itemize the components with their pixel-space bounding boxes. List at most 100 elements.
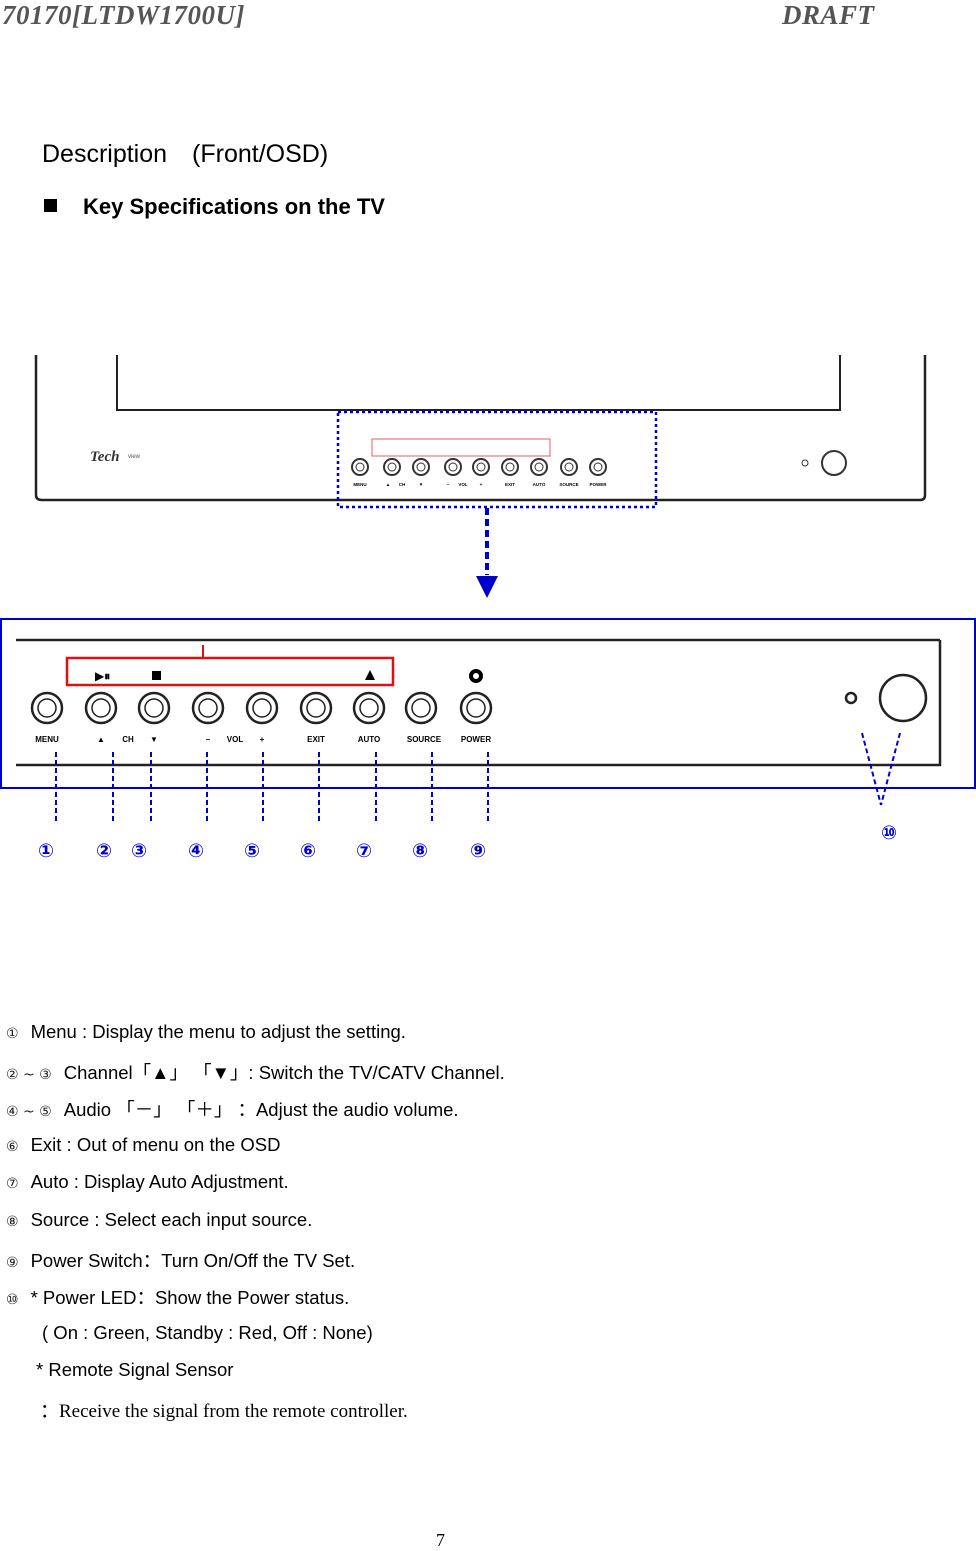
doc-code: 70170[LTDW1700U]	[2, 0, 245, 30]
description-number: ⑧	[6, 1214, 19, 1230]
number-marker: ⑤	[244, 840, 260, 862]
small-button-label: POWER	[589, 482, 607, 487]
panel-button	[84, 691, 118, 725]
tv-front-diagram: Tech view MENU ▲ CH ▼ − VOL + EXIT AUTO SOURCE POW…	[0, 355, 976, 862]
description-number: ①	[6, 1026, 19, 1042]
panel-button-label: EXIT	[307, 735, 325, 744]
small-button	[383, 458, 401, 476]
tv-outline	[34, 355, 927, 502]
panel-button	[404, 691, 438, 725]
power-led-icon	[844, 691, 858, 705]
key-spec-heading: Key Specifications on the TV	[44, 194, 385, 220]
section-title: Description (Front/OSD)	[42, 140, 329, 168]
panel-button-inner	[359, 698, 379, 718]
panel-button-label: CH	[122, 735, 134, 744]
description-number: ⑨	[6, 1254, 19, 1271]
large-osd-box	[65, 656, 395, 687]
small-sensor-icon	[821, 450, 847, 476]
number-marker: ⑨	[470, 840, 486, 862]
panel-button-label: +	[260, 735, 265, 744]
description-number: ⑩	[6, 1292, 19, 1309]
description-number: ⑦	[6, 1176, 19, 1193]
small-button	[444, 458, 462, 476]
number-marker: ⑥	[300, 840, 316, 862]
panel-button	[191, 691, 225, 725]
small-button-inner	[593, 462, 603, 472]
large-buttons	[30, 691, 493, 725]
panel-button-label: AUTO	[358, 735, 381, 744]
small-button-label: VOL	[458, 482, 468, 487]
description-text: * Power LED：Show the Power status.	[30, 1287, 350, 1309]
number-marker: ①	[38, 840, 54, 862]
description-item: ⑥ Exit : Out of menu on the OSD	[6, 1134, 280, 1156]
panel-button-inner	[198, 698, 218, 718]
key-spec-label: Key Specifications on the TV	[83, 194, 385, 219]
small-button	[472, 458, 490, 476]
description-text: Source : Select each input source.	[30, 1209, 313, 1230]
description-item: ⑦ Auto : Display Auto Adjustment.	[6, 1171, 289, 1193]
small-button	[530, 458, 548, 476]
description-text: Auto : Display Auto Adjustment.	[30, 1171, 289, 1193]
small-button-label: +	[480, 482, 483, 487]
small-button-label: ▲	[386, 482, 390, 487]
zoom-box	[336, 410, 658, 509]
small-button-inner	[416, 462, 426, 472]
description-number: ⑥	[6, 1138, 19, 1155]
panel-button-inner	[91, 698, 111, 718]
small-button-inner	[476, 462, 486, 472]
description-number: ② ~ ③	[6, 1066, 52, 1083]
panel-button-inner	[144, 698, 164, 718]
remote-sensor-icon	[878, 673, 928, 723]
description-item: ⑨ Power Switch：Turn On/Off the TV Set.	[6, 1247, 355, 1273]
arrow-down-icon	[476, 576, 498, 598]
panel-button	[459, 691, 493, 725]
remote-sensor-desc: ：Receive the signal from the remote cont…	[40, 1401, 408, 1422]
panel-button-label: ▲	[97, 735, 105, 744]
description-item: ② ~ ③ Channel「▲」 「▼」: Switch the TV/CATV …	[6, 1059, 505, 1085]
small-button-inner	[448, 462, 458, 472]
number-marker: ④	[188, 840, 204, 862]
description-item: ⑩ * Power LED：Show the Power status.	[6, 1284, 349, 1310]
small-button-label: ▼	[419, 482, 423, 487]
small-button-label: −	[447, 482, 450, 487]
square-bullet-icon	[44, 199, 57, 212]
page-number: 7	[436, 1530, 445, 1550]
small-button	[351, 458, 369, 476]
small-button	[589, 458, 607, 476]
panel-button	[30, 691, 64, 725]
panel-button-inner	[37, 698, 57, 718]
panel-button-label: SOURCE	[407, 735, 442, 744]
tv-brand-logo: Tech view	[90, 449, 141, 465]
small-button-label: MENU	[353, 482, 366, 487]
panel-button-inner	[411, 698, 431, 718]
remote-sensor-heading: * Remote Signal Sensor	[36, 1359, 234, 1380]
svg-text:view: view	[128, 454, 141, 460]
panel-button	[245, 691, 279, 725]
small-led-icon	[801, 459, 809, 467]
small-osd-box	[371, 438, 551, 457]
small-buttons	[351, 458, 607, 476]
description-text: Power Switch：Turn On/Off the TV Set.	[30, 1249, 356, 1271]
panel-button-label: ▼	[150, 735, 158, 744]
panel-button-label: –	[206, 735, 211, 744]
small-button	[412, 458, 430, 476]
description-text: Exit : Out of menu on the OSD	[30, 1133, 281, 1155]
small-button-label: CH	[399, 482, 406, 487]
panel-button-inner	[306, 698, 326, 718]
power-status-note: ( On : Green, Standby : Red, Off : None)	[42, 1322, 373, 1343]
panel-button-label: MENU	[35, 735, 59, 744]
svg-text:Tech: Tech	[90, 449, 119, 465]
description-text: Channel「▲」 「▼」: Switch the TV/CATV Chann…	[63, 1061, 505, 1083]
svg-text:▶⏸: ▶⏸	[95, 669, 110, 683]
small-button	[501, 458, 519, 476]
panel-button	[299, 691, 333, 725]
number-marker: ⑩	[881, 822, 897, 844]
number-marker: ⑦	[356, 840, 372, 862]
small-button-inner	[564, 462, 574, 472]
panel-button-label: VOL	[227, 735, 244, 744]
small-button-inner	[387, 462, 397, 472]
small-button-inner	[505, 462, 515, 472]
